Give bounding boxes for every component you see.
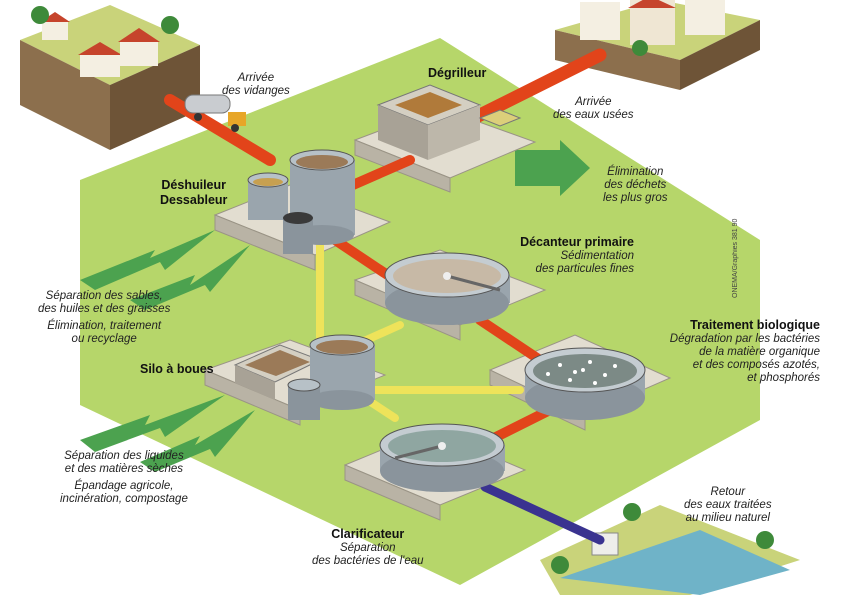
truck	[184, 94, 246, 132]
village-houses	[20, 5, 200, 150]
river-block	[540, 503, 800, 595]
sables-label: Séparation des sables, des huiles et des…	[38, 290, 171, 345]
silo-tanks	[233, 334, 375, 420]
clarificateur-label: Clarificateur Séparation des bactéries d…	[312, 527, 424, 567]
retour-label: Retour des eaux traitées au milieu natur…	[684, 486, 772, 524]
decanteur-label: Décanteur primaire Sédimentation des par…	[520, 235, 634, 275]
decanteur-tank	[384, 252, 510, 325]
dechets-label: Élimination des déchets les plus gros	[603, 166, 668, 204]
liquides-label: Séparation des liquides et des matières …	[60, 450, 188, 505]
deshuileur-label: Déshuileur Dessableur	[160, 178, 228, 207]
biological-tank	[524, 347, 646, 420]
silo-label: Silo à boues	[140, 362, 214, 376]
deshuileur-tanks	[247, 149, 355, 254]
eaux-usees-label: Arrivée des eaux usées	[553, 96, 634, 121]
degrilleur-label: Dégrilleur	[428, 66, 487, 80]
clarificateur-tank	[379, 423, 505, 492]
biologique-label: Traitement biologique Dégradation par le…	[669, 318, 820, 384]
output-arrows	[80, 140, 590, 472]
credit-text: ONEMA/Graphies 381 90	[732, 218, 739, 298]
degrilleur-tank	[376, 84, 522, 160]
clean-water-pipe	[480, 482, 605, 545]
vidanges-label: Arrivée des vidanges	[222, 72, 290, 97]
town-buildings	[555, 0, 760, 90]
